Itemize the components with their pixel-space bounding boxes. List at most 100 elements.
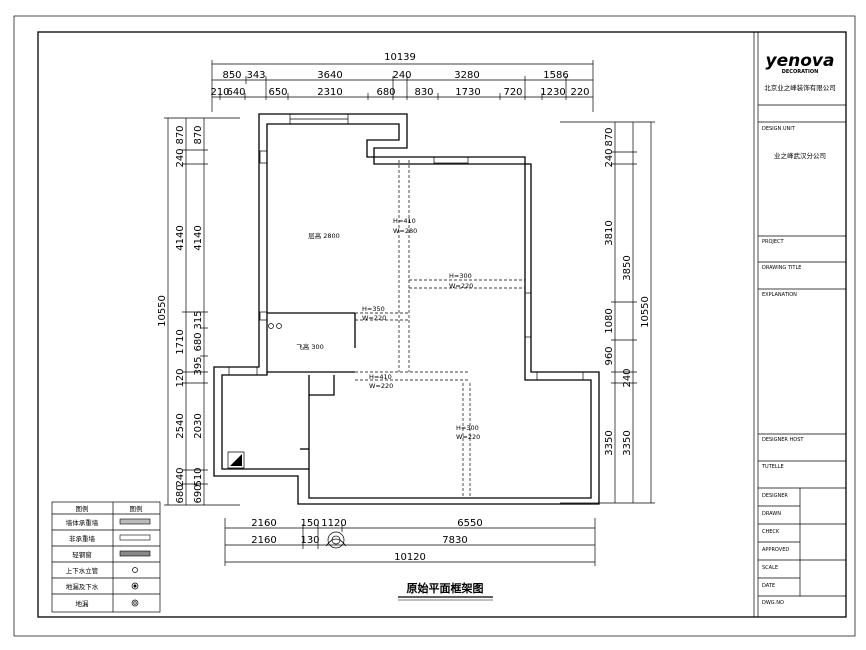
svg-text:240: 240	[604, 148, 615, 167]
drain-symbol-icon	[131, 582, 139, 590]
svg-text:870: 870	[604, 127, 615, 146]
svg-text:240: 240	[622, 368, 633, 387]
svg-text:2310: 2310	[317, 87, 342, 98]
svg-text:DESIGN UNIT: DESIGN UNIT	[762, 126, 796, 132]
floor-plan: 层高 2800 飞高 300 H=410 W=280 H=300 W=220 H…	[213, 113, 600, 549]
svg-text:EXPLANATION: EXPLANATION	[762, 292, 797, 298]
svg-text:850: 850	[222, 70, 241, 81]
beam-3-w: W=220	[362, 314, 386, 322]
drawing-title: 原始平面框架图	[407, 581, 484, 595]
room-label-living: 层高 2800	[308, 231, 340, 240]
room-label-kitchen: 飞高 300	[296, 342, 323, 351]
riser-symbol-icon	[132, 567, 138, 573]
svg-text:240: 240	[392, 70, 411, 81]
svg-text:APPROVED: APPROVED	[762, 547, 789, 553]
company-name: 北京业之峰装饰有限公司	[764, 83, 836, 92]
brand-sub: DECORATION	[782, 69, 819, 75]
svg-text:720: 720	[503, 87, 522, 98]
svg-text:680: 680	[376, 87, 395, 98]
left-dimensions: 10550 870 240 4140 1710 120 2540 240 680…	[157, 117, 240, 506]
dim-bottom-total: 10120	[394, 552, 426, 563]
svg-text:3810: 3810	[604, 220, 615, 245]
beam-1-w: W=280	[393, 227, 417, 235]
svg-text:220: 220	[570, 87, 589, 98]
svg-text:960: 960	[604, 346, 615, 365]
svg-text:870: 870	[193, 125, 204, 144]
right-dimensions: 10550 870 240 3810 1080 960 3350 3850 24…	[560, 121, 655, 504]
svg-text:640: 640	[226, 87, 245, 98]
beam-3-h: H=350	[362, 305, 385, 313]
svg-text:680: 680	[175, 484, 186, 503]
svg-text:1710: 1710	[175, 329, 186, 354]
svg-text:395: 395	[193, 356, 204, 375]
beam-2-w: W=220	[449, 282, 473, 290]
top-dimensions: 10139 850 343 3640 240 3280 1586 210 640…	[210, 52, 594, 112]
svg-text:非承重墙: 非承重墙	[69, 534, 96, 543]
svg-text:1586: 1586	[543, 70, 568, 81]
svg-text:3640: 3640	[317, 70, 342, 81]
svg-text:343: 343	[246, 70, 265, 81]
beam-5-w: W=220	[456, 433, 480, 441]
outer-frame	[13, 15, 856, 637]
svg-text:4140: 4140	[193, 225, 204, 250]
svg-text:地漏: 地漏	[76, 599, 90, 608]
svg-text:图例: 图例	[130, 504, 143, 513]
bottom-dimensions: 2160 150 1120 6550 2160 130 7830 10120	[224, 518, 596, 566]
svg-text:830: 830	[414, 87, 433, 98]
svg-text:CHECK: CHECK	[762, 529, 780, 535]
brand-logo: yenova	[766, 51, 835, 71]
svg-text:870: 870	[175, 125, 186, 144]
svg-text:2030: 2030	[193, 413, 204, 438]
svg-text:4140: 4140	[175, 225, 186, 250]
svg-text:7830: 7830	[442, 535, 467, 546]
beam-1-h: H=410	[393, 217, 416, 225]
svg-text:240: 240	[175, 148, 186, 167]
svg-text:120: 120	[175, 368, 186, 387]
beam-4-h: H=410	[369, 373, 392, 381]
pipe-riser-icon	[268, 323, 274, 329]
svg-text:1080: 1080	[604, 308, 615, 333]
pipe-riser-icon	[276, 323, 282, 329]
legend-table: 图例 图例 墙体承重墙 非承重墙 轻钢窗 上下水立管 地漏及下水 地漏	[51, 501, 161, 613]
beam-4-w: W=220	[369, 382, 393, 390]
svg-text:DWG.NO: DWG.NO	[762, 600, 784, 606]
dim-top-total: 10139	[384, 52, 416, 63]
svg-text:240: 240	[175, 467, 186, 486]
beam-2-h: H=300	[449, 272, 472, 280]
svg-text:150: 150	[300, 518, 319, 529]
svg-text:图例: 图例	[76, 504, 89, 513]
svg-text:地漏及下水: 地漏及下水	[66, 582, 99, 591]
svg-text:3350: 3350	[604, 430, 615, 455]
svg-text:1730: 1730	[455, 87, 480, 98]
svg-text:130: 130	[300, 535, 319, 546]
svg-text:3850: 3850	[622, 255, 633, 280]
dim-right-total: 10550	[640, 296, 651, 328]
bearing-wall-swatch	[119, 518, 151, 525]
svg-text:210: 210	[210, 87, 229, 98]
svg-text:2540: 2540	[175, 413, 186, 438]
branch-name: 业之峰武汉分公司	[774, 151, 826, 160]
window-swatch	[119, 550, 151, 557]
svg-text:6550: 6550	[457, 518, 482, 529]
svg-text:DESIGNER: DESIGNER	[762, 493, 788, 499]
svg-text:上下水立管: 上下水立管	[66, 566, 99, 575]
svg-text:2160: 2160	[251, 518, 276, 529]
drawing-border	[37, 31, 847, 618]
svg-text:2160: 2160	[251, 535, 276, 546]
svg-text:DATE: DATE	[762, 583, 775, 589]
svg-text:DESIGNER HOST: DESIGNER HOST	[762, 437, 804, 443]
svg-text:1230: 1230	[540, 87, 565, 98]
svg-text:DRAWN: DRAWN	[762, 511, 781, 517]
svg-text:315: 315	[193, 310, 204, 329]
dim-left-total: 10550	[157, 295, 168, 327]
svg-text:DRAWING TITLE: DRAWING TITLE	[762, 265, 801, 271]
svg-text:650: 650	[268, 87, 287, 98]
svg-text:3280: 3280	[454, 70, 479, 81]
svg-text:510: 510	[193, 467, 204, 486]
partition-wall-swatch	[119, 534, 151, 541]
svg-text:PROJECT: PROJECT	[762, 239, 785, 245]
svg-text:墙体承重墙: 墙体承重墙	[66, 518, 99, 527]
svg-text:1120: 1120	[321, 518, 346, 529]
svg-text:690: 690	[193, 484, 204, 503]
